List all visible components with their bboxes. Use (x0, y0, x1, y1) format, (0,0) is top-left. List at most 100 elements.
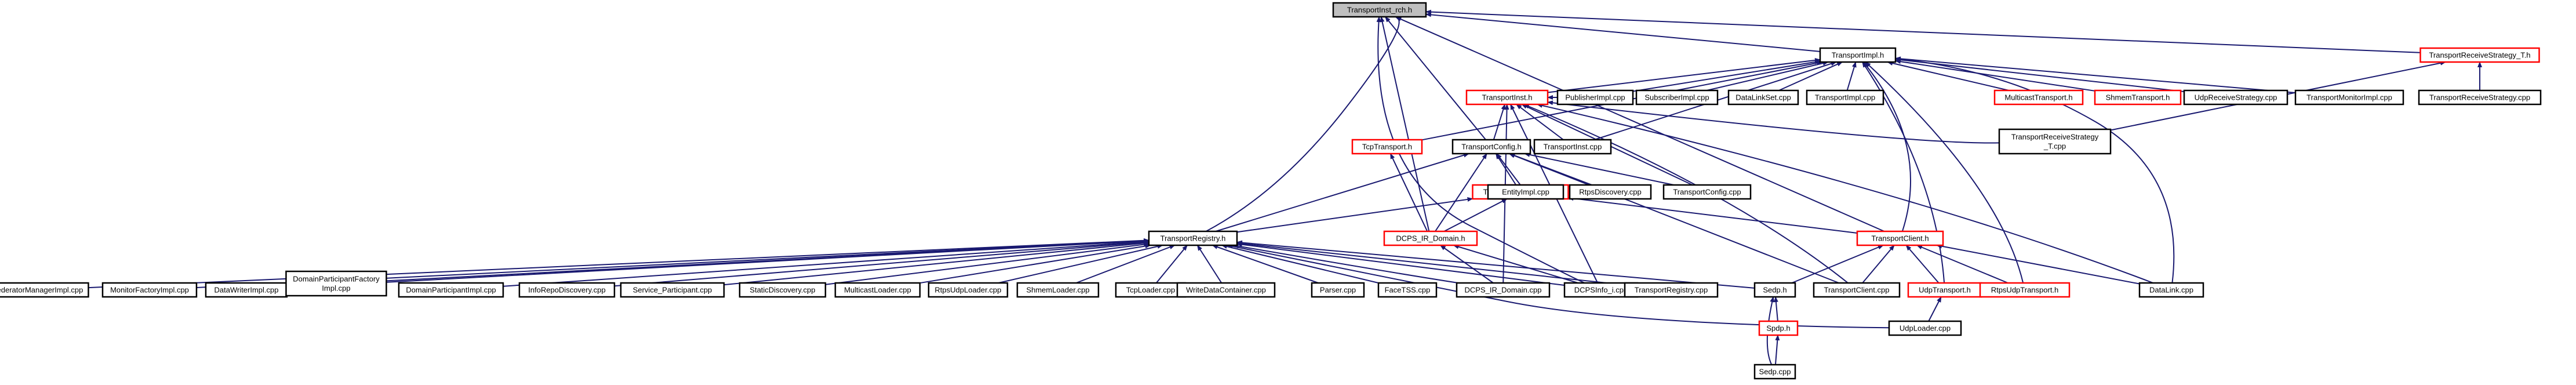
node-label: InfoRepoDiscovery.cpp (528, 286, 605, 295)
node-tinst_h[interactable]: TransportInst.h (1465, 89, 1549, 106)
node-box (1753, 364, 1796, 380)
node-root[interactable]: TransportInst_rch.h (1332, 2, 1427, 18)
node-treg_h[interactable]: TransportRegistry.h (1148, 230, 1238, 246)
edge-line (503, 239, 1149, 287)
node-label: ShmemLoader.cpp (1026, 286, 1089, 295)
node-svcpart[interactable]: Service_Participant.cpp (620, 282, 725, 298)
node-tcpldr[interactable]: TcpLoader.cpp (1115, 282, 1187, 298)
node-wdc[interactable]: WriteDataContainer.cpp (1176, 282, 1276, 298)
edge-datalink-to-timpl_h (1895, 57, 2175, 284)
node-inforepo[interactable]: InfoRepoDiscovery.cpp (518, 282, 616, 298)
node-fedmgr[interactable]: FederatorManagerImpl.cpp (0, 282, 89, 298)
node-box (1533, 139, 1612, 155)
edge-tconfig_h-to-tinst_h (1493, 104, 1506, 140)
edge-line (88, 238, 1149, 289)
edge-dcpsinfo-to-treg_h (1236, 242, 1565, 286)
node-shmem_h[interactable]: ShmemTransport.h (2094, 89, 2182, 106)
node-box (1148, 230, 1238, 246)
node-box (518, 282, 616, 298)
node-trs_cpp[interactable]: TransportReceiveStrategy.cpp (2418, 89, 2542, 106)
node-parser[interactable]: Parser.cpp (1311, 282, 1365, 298)
node-trs_t_h[interactable]: TransportReceiveStrategy_T.h (2419, 47, 2540, 63)
node-datalink[interactable]: DataLink.cpp (2138, 282, 2204, 298)
edge-line (1766, 296, 1775, 365)
edge-line (1453, 244, 1578, 284)
node-label: UdpLoader.cpp (1900, 324, 1951, 333)
edge-line (1508, 153, 1839, 284)
edge-tmon-to-timpl_h (1895, 56, 2296, 93)
node-dpimpl[interactable]: DomainParticipantImpl.cpp (398, 282, 504, 298)
node-udpt_h[interactable]: UdpTransport.h (1907, 282, 1982, 298)
node-subimpl[interactable]: SubscriberImpl.cpp (1635, 89, 1719, 106)
node-facetss[interactable]: FaceTSS.cpp (1377, 282, 1438, 298)
edge-line (1895, 57, 2185, 93)
node-monfac[interactable]: MonitorFactoryImpl.cpp (101, 282, 198, 298)
node-udprs[interactable]: UdpReceiveStrategy.cpp (2183, 89, 2288, 106)
node-treg_cpp[interactable]: TransportRegistry.cpp (1624, 282, 1719, 298)
edge-line (1227, 244, 1890, 329)
node-dwimpl[interactable]: DataWriterImpl.cpp (205, 282, 288, 298)
node-label: TransportInst.cpp (1544, 143, 1602, 151)
edge-sedp_h-to-tclient_h (1791, 245, 1884, 284)
node-tclient_cpp[interactable]: TransportClient.cpp (1813, 282, 1901, 298)
node-box (1569, 184, 1652, 200)
node-label: TransportConfig.cpp (1673, 188, 1741, 197)
node-staticdisc[interactable]: StaticDiscovery.cpp (738, 282, 827, 298)
edge-treg_cpp-to-treg_h (1236, 241, 1625, 286)
node-timpl_h[interactable]: TransportImpl.h (1819, 47, 1897, 63)
edge-staticdisc-to-treg_h (825, 242, 1149, 285)
edge-tinst_h-to-timpl_h (1547, 57, 1821, 93)
node-tconfig_cpp[interactable]: TransportConfig.cpp (1662, 184, 1752, 200)
node-trs_t_cpp[interactable]: TransportReceiveStrategy_T.cpp (1998, 128, 2112, 155)
edge-line (1887, 61, 2009, 91)
node-sedp_h[interactable]: Sedp.h (1753, 282, 1796, 298)
node-label: UdpTransport.h (1919, 286, 1971, 295)
node-sedp_cpp[interactable]: Sedp.cpp (1753, 364, 1796, 380)
edge-tconfig_h-to-root (1385, 16, 1486, 140)
node-tmon[interactable]: TransportMonitorImpl.cpp (2294, 89, 2404, 106)
node-mcast_h[interactable]: MulticastTransport.h (1993, 89, 2084, 106)
node-spdp_h[interactable]: Spdp.h (1758, 320, 1799, 336)
edge-shmem_h-to-timpl_h (1895, 59, 2095, 92)
edge-line (1496, 153, 1521, 186)
node-tcp_h[interactable]: TcpTransport.h (1351, 139, 1423, 155)
edge-line (1524, 152, 1674, 186)
node-rtpsudpldr[interactable]: RtpsUdpLoader.cpp (927, 282, 1009, 298)
edge-line (1395, 16, 1885, 232)
node-box (1176, 282, 1276, 298)
node-rtpsdisc[interactable]: RtpsDiscovery.cpp (1569, 184, 1652, 200)
edge-line (1567, 196, 1858, 234)
node-label: DataLink.cpp (2149, 286, 2193, 295)
node-shmemldr[interactable]: ShmemLoader.cpp (1016, 282, 1100, 298)
node-mcastldr[interactable]: MulticastLoader.cpp (834, 282, 921, 298)
node-dlset[interactable]: DataLinkSet.cpp (1727, 89, 1799, 106)
node-tinst_cpp[interactable]: TransportInst.cpp (1533, 139, 1612, 155)
node-label: WriteDataContainer.cpp (1186, 286, 1266, 295)
edge-datalink-to-tinst_h (1536, 103, 2153, 284)
node-pubimpl[interactable]: PublisherImpl.cpp (1556, 89, 1634, 106)
edge-tinst_cpp-to-tinst_h (1516, 104, 1564, 140)
node-timpl_cpp[interactable]: TransportImpl.cpp (1806, 89, 1884, 106)
node-label: Parser.cpp (1320, 286, 1356, 295)
node-dcps_h[interactable]: DCPS_IR_Domain.h (1383, 230, 1478, 246)
edge-tclient_h-to-root (1395, 16, 1885, 232)
node-label: MulticastLoader.cpp (844, 286, 911, 295)
node-rtpsudpt_h[interactable]: RtpsUdpTransport.h (1979, 282, 2071, 298)
edge-shmemldr-to-treg_h (1076, 245, 1176, 284)
node-udpldr[interactable]: UdpLoader.cpp (1888, 320, 1962, 336)
node-label: TransportRegistry.cpp (1635, 286, 1708, 295)
edge-line (1389, 153, 1428, 232)
node-label: TransportImpl.cpp (1815, 93, 1875, 102)
node-entity[interactable]: EntityImpl.cpp (1487, 184, 1564, 200)
node-label: TransportImpl.h (1832, 51, 1884, 60)
edge-line (1206, 16, 1402, 232)
node-tconfig_h[interactable]: TransportConfig.h (1451, 139, 1531, 155)
node-label: PublisherImpl.cpp (1565, 93, 1625, 102)
node-box (101, 282, 198, 298)
node-label: TransportInst.h (1482, 93, 1533, 102)
edge-dcps_h-to-tconfig_rch (1443, 198, 1508, 232)
node-tclient_h[interactable]: TransportClient.h (1856, 230, 1944, 246)
node-label: TransportClient.cpp (1824, 286, 1890, 295)
node-dcps_cpp[interactable]: DCPS_IR_Domain.cpp (1456, 282, 1551, 298)
